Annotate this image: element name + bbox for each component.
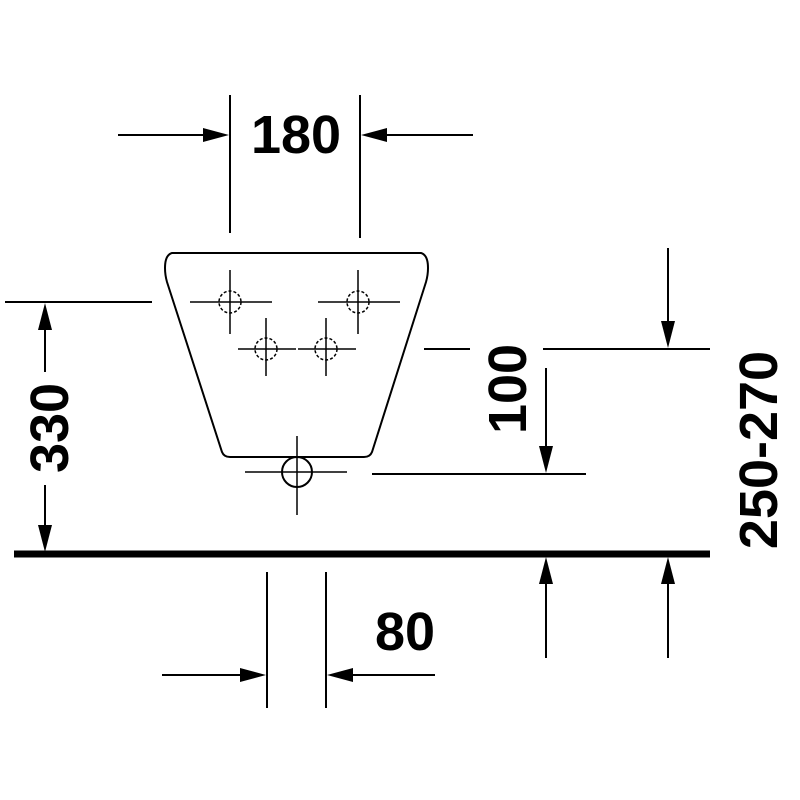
dimension-180: 180 xyxy=(118,95,473,238)
dimension-label-250-270: 250-270 xyxy=(729,351,789,549)
dimension-80: 80 xyxy=(162,572,435,708)
arrowhead-down-100 xyxy=(539,446,553,473)
dimension-label-180: 180 xyxy=(251,105,341,165)
mounting-hole-lower-right xyxy=(298,318,356,376)
dimension-label-100: 100 xyxy=(478,344,538,434)
arrowhead-down-250-270 xyxy=(661,321,675,348)
dimension-250-270: 250-270 xyxy=(539,248,789,658)
mounting-hole-top-right xyxy=(318,270,400,334)
arrowhead-up-330 xyxy=(38,303,52,330)
dimension-label-80: 80 xyxy=(375,602,435,662)
bidet-body xyxy=(163,252,430,515)
mounting-hole-lower-left xyxy=(238,318,296,376)
mounting-hole-top-left xyxy=(190,270,272,334)
arrowhead-left-180 xyxy=(361,128,387,142)
arrowhead-up-right-250-270 xyxy=(661,557,675,584)
dimension-label-330: 330 xyxy=(20,383,80,473)
drain-outlet xyxy=(245,436,347,515)
dimension-100: 100 xyxy=(372,344,710,475)
arrowhead-up-left-250-270 xyxy=(539,557,553,584)
arrowhead-right-80 xyxy=(240,668,266,682)
dimension-330: 330 xyxy=(5,301,152,552)
arrowhead-right-180 xyxy=(203,128,229,142)
arrowhead-left-80 xyxy=(327,668,353,682)
arrowhead-down-330 xyxy=(38,525,52,552)
bidet-outline xyxy=(163,252,430,458)
